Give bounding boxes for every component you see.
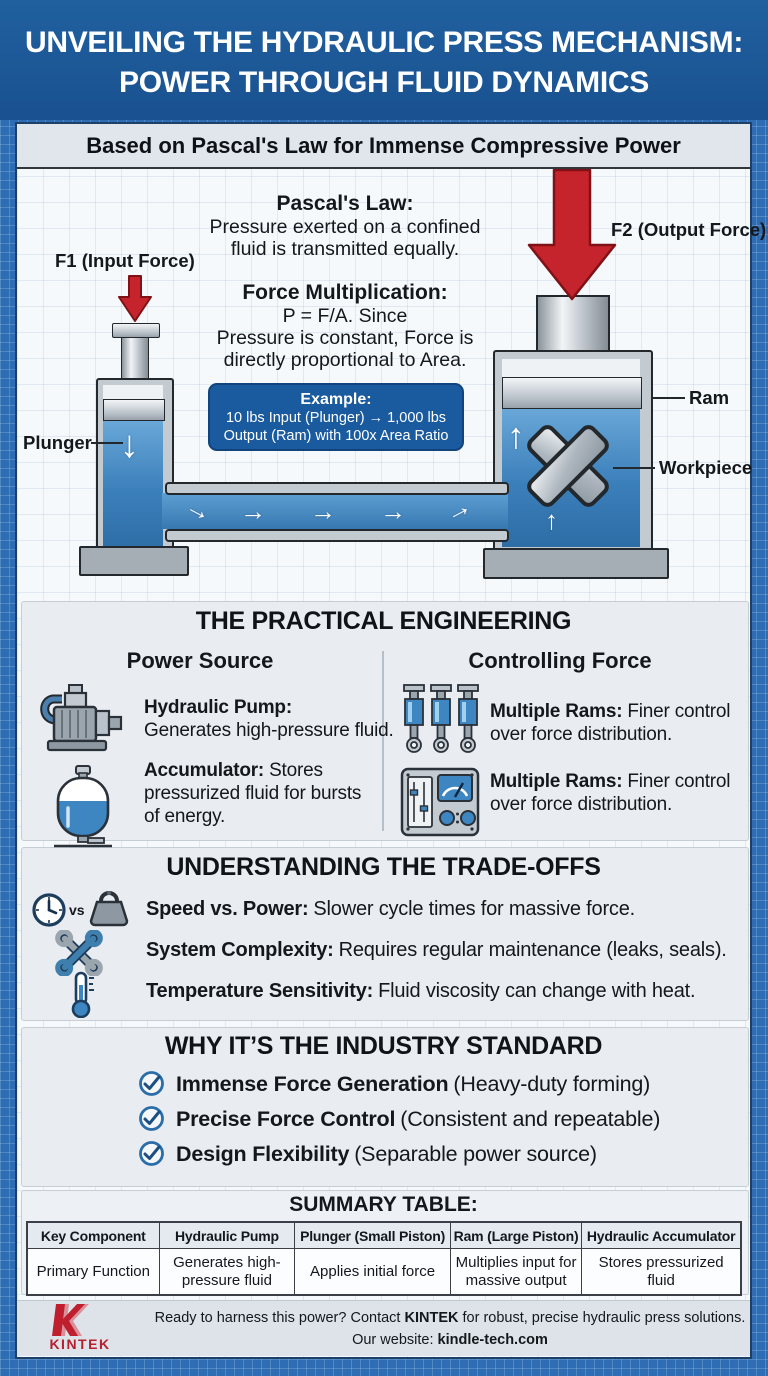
tradeoff-temperature: Temperature Sensitivity:Fluid viscosity … xyxy=(146,980,696,1002)
wrenches-icon xyxy=(55,930,103,976)
table-cell: Generates high-pressure fluid xyxy=(158,1248,296,1296)
summary-table: Key Component Hydraulic Pump Plunger (Sm… xyxy=(26,1221,742,1296)
plunger-cap xyxy=(112,323,160,338)
table-row: Primary Function Generates high-pressure… xyxy=(26,1248,742,1296)
footer xyxy=(17,1300,750,1356)
force-multiplication-text: Force Multiplication: P = F/A. Since Pre… xyxy=(180,281,510,371)
vs-label: vs xyxy=(69,902,85,918)
plunger-rod xyxy=(121,336,149,384)
pump-icon xyxy=(40,684,123,752)
standard-title: WHY IT’S THE INDUSTRY STANDARD xyxy=(164,1032,603,1060)
output-force-arrow-icon xyxy=(527,169,617,301)
plunger-base xyxy=(79,546,189,576)
kintek-logo-icon xyxy=(52,1304,89,1336)
power-source-header: Power Source xyxy=(126,648,274,673)
control-panel-icon xyxy=(400,767,480,837)
pipe-wall-bottom xyxy=(165,529,509,542)
check-icon xyxy=(139,1071,164,1096)
engineering-section xyxy=(21,601,749,841)
table-cell: Multiplies input for massive output xyxy=(449,1248,583,1296)
standard-item-control: Precise Force Control(Consistent and rep… xyxy=(176,1107,661,1131)
ram-base xyxy=(483,548,669,579)
col-header: Hydraulic Accumulator xyxy=(581,1221,742,1249)
flow-arrow-icon: → xyxy=(380,496,406,526)
fluid-up-arrow: ↑ xyxy=(507,415,525,456)
table-cell: Stores pressurized fluid xyxy=(581,1248,742,1296)
check-icon xyxy=(139,1141,164,1166)
standard-item-force: Immense Force Generation(Heavy-duty form… xyxy=(176,1072,651,1096)
footer-website: Our website: kindle-tech.com xyxy=(352,1332,548,1348)
check-icon xyxy=(139,1106,164,1131)
f1-label: F1 (Input Force) xyxy=(55,250,195,271)
col-header: Ram (Large Piston) xyxy=(449,1221,583,1249)
page-title-line1: UNVEILING THE HYDRAULIC PRESS MECHANISM: xyxy=(24,26,744,59)
page-title-line2: POWER THROUGH FLUID DYNAMICS xyxy=(119,66,649,99)
table-cell: Applies initial force xyxy=(294,1248,451,1296)
pascals-law-title: Pascal's Law: xyxy=(276,192,414,215)
workpiece-icon xyxy=(527,425,609,507)
weight-icon xyxy=(89,891,129,927)
tradeoff-complexity: System Complexity:Requires regular maint… xyxy=(146,939,727,961)
pipe-fluid xyxy=(162,493,508,529)
clock-icon xyxy=(32,893,66,927)
tradeoffs-title: UNDERSTANDING THE TRADE-OFFS xyxy=(166,853,601,881)
header-banner: UNVEILING THE HYDRAULIC PRESS MECHANISM:… xyxy=(0,0,768,120)
standard-item-flexibility: Design Flexibility(Separable power sourc… xyxy=(176,1142,597,1166)
column-divider xyxy=(382,651,384,831)
ram-piston xyxy=(502,377,642,409)
tradeoff-speed: Speed vs. Power:Slower cycle times for m… xyxy=(146,898,635,920)
table-cell: Primary Function xyxy=(26,1248,160,1296)
kintek-logo-text: KINTEK xyxy=(49,1336,111,1352)
example-callout: Example: 10 lbs Input (Plunger) → 1,000 … xyxy=(208,383,464,451)
controlling-force-header: Controlling Force xyxy=(468,648,652,673)
accumulator-item: Accumulator:Stores pressurized fluid for… xyxy=(144,760,362,827)
pump-item: Hydraulic Pump:Generates high-pressure f… xyxy=(144,697,394,741)
flow-arrow-icon: → xyxy=(240,496,266,526)
col-header: Hydraulic Pump xyxy=(158,1221,296,1249)
input-force-arrow-icon xyxy=(118,275,152,322)
plunger-piston xyxy=(103,399,165,421)
table-header-row: Key Component Hydraulic Pump Plunger (Sm… xyxy=(26,1221,742,1249)
control-panel-item: Multiple Rams:Finer control over force d… xyxy=(490,771,731,815)
accumulator-icon xyxy=(54,765,112,848)
footer-cta: Ready to harness this power? Contact KIN… xyxy=(154,1310,746,1326)
fluid-down-arrow: ↓ xyxy=(120,424,139,466)
plunger-fluid xyxy=(103,419,163,551)
multiple-rams-item: Multiple Rams:Finer control over force d… xyxy=(490,701,731,745)
subtitle-banner: Based on Pascal's Law for Immense Compre… xyxy=(17,124,750,169)
fluid-up-arrow: ↑ xyxy=(545,505,558,535)
example-title: Example: xyxy=(300,391,372,408)
multiple-rams-icon xyxy=(403,684,479,753)
ram-label: Ram xyxy=(689,387,730,408)
plunger-label: Plunger xyxy=(23,432,92,453)
force-multiplication-title: Force Multiplication: xyxy=(242,281,448,304)
f2-label: F2 (Output Force) xyxy=(611,219,767,240)
flow-arrow-icon: → xyxy=(310,496,336,526)
col-header: Key Component xyxy=(26,1221,160,1249)
website-url: kindle-tech.com xyxy=(437,1332,548,1348)
pascals-law-text: Pascal's Law: Pressure exerted on a conf… xyxy=(180,192,510,260)
workpiece-label: Workpiece xyxy=(659,457,753,478)
summary-title: SUMMARY TABLE: xyxy=(289,1193,478,1216)
engineering-title: THE PRACTICAL ENGINEERING xyxy=(195,607,572,635)
pipe-wall-top xyxy=(165,482,509,495)
thermometer-icon xyxy=(71,971,94,1018)
tradeoffs-section xyxy=(21,847,749,1021)
col-header: Plunger (Small Piston) xyxy=(294,1221,451,1249)
